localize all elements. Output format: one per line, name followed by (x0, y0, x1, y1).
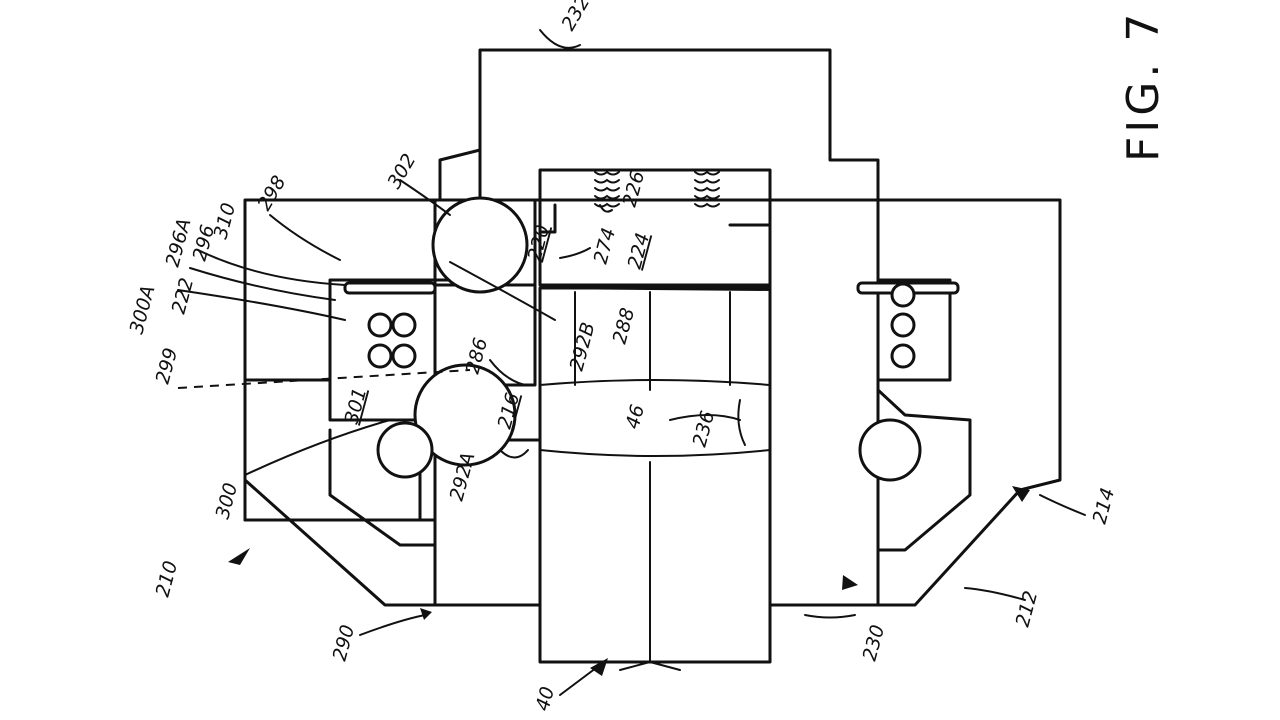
label-210: 210 (152, 559, 183, 600)
spring-226 (594, 170, 720, 208)
figure-title: FIG. 7 (1118, 10, 1169, 162)
label-220: 220 (524, 223, 555, 264)
label-224: 224 (624, 231, 655, 272)
tool-shank-40 (538, 286, 772, 671)
label-274: 274 (590, 226, 621, 267)
label-230: 230 (859, 623, 890, 664)
outer-sleeve-lower (876, 198, 1062, 607)
centerline-299 (177, 369, 471, 389)
arrowheads (228, 486, 1030, 676)
label-299: 299 (152, 346, 183, 387)
label-226: 226 (619, 169, 650, 210)
label-296A: 296A (162, 216, 196, 269)
label-214: 214 (1089, 486, 1120, 527)
label-40: 40 (532, 684, 560, 713)
locking-balls (376, 196, 922, 482)
plunger-224 (538, 168, 772, 287)
drive-shaft-232 (438, 48, 880, 202)
balls-222 (367, 282, 916, 369)
label-232: 232 (557, 0, 594, 34)
label-222: 222 (168, 276, 199, 317)
label-300: 300 (212, 481, 243, 522)
label-298: 298 (253, 172, 290, 214)
label-212: 212 (1012, 589, 1043, 630)
leader-lines (177, 29, 1086, 696)
label-302: 302 (383, 150, 420, 192)
label-300A: 300A (126, 283, 160, 336)
label-290: 290 (329, 623, 360, 664)
